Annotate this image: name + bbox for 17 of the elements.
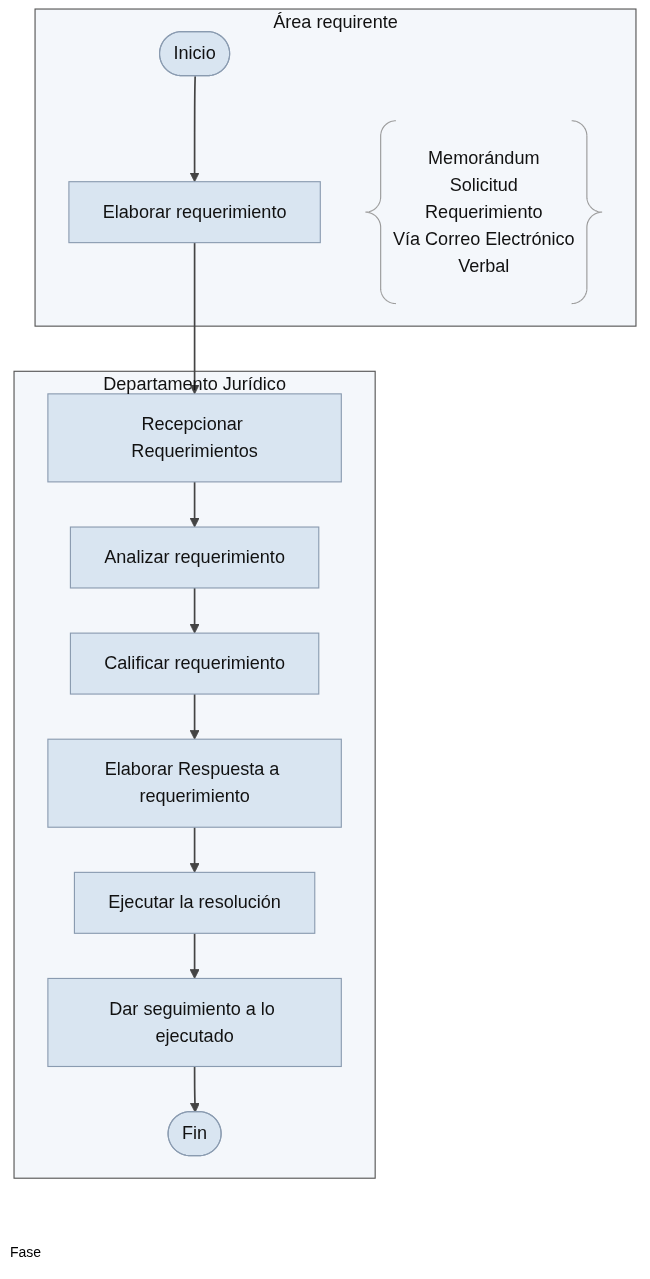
node-box: Recepcionar Requerimientos — [47, 393, 342, 483]
node-box: Dar seguimiento a lo ejecutado — [47, 977, 342, 1068]
node-box: Calificar requerimiento — [69, 632, 320, 695]
node-box: Ejecutar la resolución — [73, 871, 316, 934]
node-box: Analizar requerimiento — [69, 526, 320, 589]
node-text: Memorándum Solicitud Requerimiento Vía Correo Electrónico Verbal — [392, 147, 575, 276]
node-box: Elaborar Respuesta a requerimiento — [47, 738, 342, 828]
arrow — [189, 693, 200, 740]
node-box: Elaborar requerimiento — [68, 181, 321, 244]
arrow — [190, 1065, 200, 1113]
arrow — [189, 587, 200, 634]
phase-label: Fase — [10, 1244, 43, 1260]
arrow — [189, 481, 200, 528]
arrow — [189, 75, 200, 183]
arrow — [189, 826, 200, 873]
arrow — [189, 932, 200, 979]
arrow — [189, 241, 200, 395]
